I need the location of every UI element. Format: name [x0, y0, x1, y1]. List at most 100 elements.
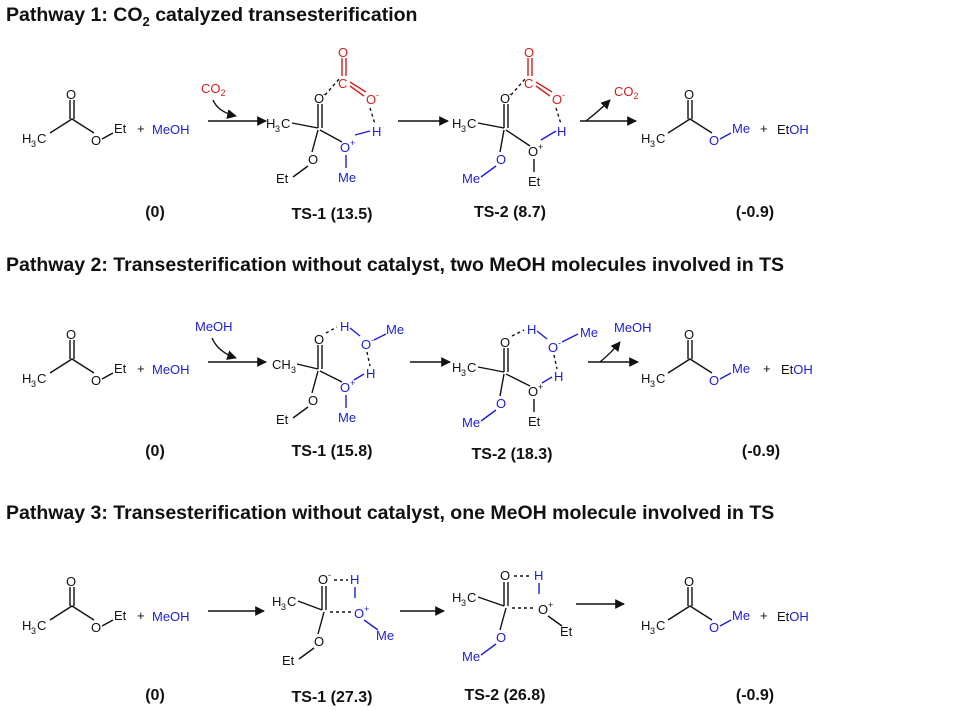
svg-text:H: H [534, 568, 543, 583]
energy-label-reactant: (0) [145, 687, 165, 704]
svg-text:Et: Et [276, 412, 289, 427]
svg-text:+: + [137, 121, 145, 136]
svg-text:3: 3 [31, 139, 36, 149]
svg-text:3: 3 [291, 365, 296, 375]
energy-label-product: (-0.9) [742, 443, 780, 460]
svg-text:H: H [272, 594, 281, 609]
svg-text:H: H [452, 360, 461, 375]
svg-text:C: C [37, 618, 46, 633]
svg-text:O: O [308, 152, 318, 167]
svg-text:Me: Me [580, 325, 598, 340]
svg-text:O: O [500, 335, 510, 350]
svg-text:C: C [467, 360, 476, 375]
svg-text:Et: Et [282, 653, 295, 668]
svg-text:Me: Me [732, 121, 750, 136]
svg-text:CO2: CO2 [614, 84, 639, 101]
svg-text:H: H [641, 618, 650, 633]
energy-label-ts1: TS-1 (13.5) [292, 206, 373, 223]
svg-text:H: H [527, 322, 536, 337]
svg-text:O: O [496, 396, 506, 411]
svg-text:+: + [350, 378, 355, 388]
energy-label-ts2: TS-2 (18.3) [472, 446, 553, 463]
svg-text:H: H [350, 572, 359, 587]
svg-text:-: - [509, 89, 512, 99]
svg-text:H: H [340, 319, 349, 334]
energy-label-product: (-0.9) [736, 204, 774, 221]
svg-text:+: + [350, 138, 355, 148]
svg-text:Me: Me [462, 649, 480, 664]
methanol-catalyst: MeOH [195, 319, 233, 334]
svg-text:Et: Et [114, 121, 127, 136]
svg-text:H: H [22, 371, 31, 386]
energy-label-reactant: (0) [145, 204, 165, 221]
methanol-reagent: MeOH [152, 122, 190, 137]
svg-text:O: O [340, 380, 350, 395]
svg-text:+: + [538, 142, 543, 152]
energy-label-product: (-0.9) [736, 687, 774, 704]
svg-text:O: O [361, 337, 371, 352]
svg-text:-: - [323, 89, 326, 99]
svg-text:CH: CH [272, 357, 291, 372]
svg-text:Me: Me [338, 410, 356, 425]
svg-text:O: O [91, 620, 101, 635]
ethanol-product: EtOH [777, 122, 809, 137]
ethanol-product: EtOH [777, 609, 809, 624]
svg-text:3: 3 [31, 626, 36, 636]
svg-text:C: C [37, 371, 46, 386]
svg-text:O: O [524, 45, 534, 60]
svg-text:O: O [684, 327, 694, 342]
svg-text:O: O [354, 606, 364, 621]
svg-text:C: C [656, 618, 665, 633]
svg-text:3: 3 [461, 598, 466, 608]
svg-text:C: C [287, 594, 296, 609]
svg-text:Et: Et [560, 624, 573, 639]
svg-text:O: O [66, 87, 76, 102]
svg-text:H: H [554, 369, 563, 384]
svg-text:+: + [137, 608, 145, 623]
svg-text:3: 3 [650, 626, 655, 636]
svg-text:3: 3 [281, 602, 286, 612]
svg-text:C: C [656, 371, 665, 386]
ethanol-product: EtOH [781, 362, 813, 377]
svg-text:O: O [66, 327, 76, 342]
svg-text:O: O [66, 574, 76, 589]
svg-text:3: 3 [461, 368, 466, 378]
svg-text:Me: Me [376, 628, 394, 643]
svg-text:-: - [328, 570, 331, 580]
svg-text:O: O [308, 393, 318, 408]
svg-text:O: O [709, 373, 719, 388]
svg-text:3: 3 [650, 139, 655, 149]
svg-text:Me: Me [462, 171, 480, 186]
svg-text:H: H [641, 371, 650, 386]
energy-label-ts2: TS-2 (8.7) [474, 204, 546, 221]
svg-text:O: O [500, 568, 510, 583]
pathway-2-title: Pathway 2: Transesterification without c… [6, 254, 785, 276]
svg-text:O: O [709, 620, 719, 635]
svg-text:O: O [314, 634, 324, 649]
pathway-1-title: Pathway 1: CO2 catalyzed transesterifica… [6, 4, 418, 29]
svg-text:3: 3 [31, 379, 36, 389]
svg-text:Et: Et [276, 171, 289, 186]
svg-text:Et: Et [114, 361, 127, 376]
svg-text:Me: Me [386, 322, 404, 337]
svg-text:3: 3 [461, 124, 466, 134]
svg-text:O: O [548, 340, 558, 355]
svg-text:O: O [684, 574, 694, 589]
svg-text:+: + [760, 121, 768, 136]
svg-text:+: + [364, 604, 369, 614]
co2-catalyst: CO2 [201, 81, 226, 98]
svg-text:O: O [496, 630, 506, 645]
svg-text:O: O [552, 92, 562, 107]
energy-label-ts2: TS-2 (26.8) [465, 687, 546, 704]
svg-text:C: C [524, 76, 533, 91]
